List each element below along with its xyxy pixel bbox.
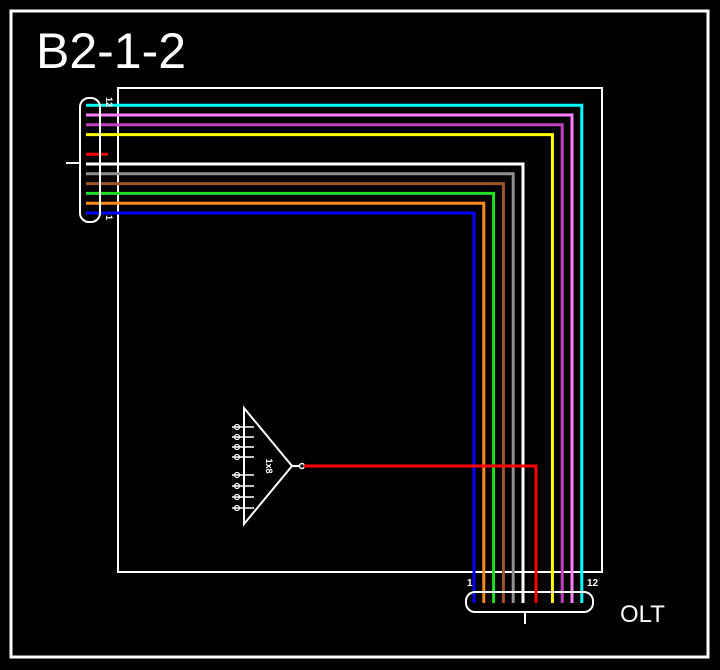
fiber-5 xyxy=(86,172,515,603)
tray-top-number-12: 12 xyxy=(104,97,114,107)
fiber-1 xyxy=(86,211,476,603)
splitter-1x8: 1x8 xyxy=(232,405,306,527)
tray-olt-number-12: 12 xyxy=(587,578,599,589)
splitter-triangle xyxy=(243,405,294,527)
splitter-output-port-4 xyxy=(233,453,241,461)
fiber-paths xyxy=(86,103,584,603)
tray-olt-number-1: 1 xyxy=(467,578,473,589)
splitter-output-port-8 xyxy=(233,504,241,512)
fiber-3 xyxy=(86,191,496,603)
olt-label: OLT xyxy=(620,601,665,628)
tray-top-number-1: 1 xyxy=(104,215,114,220)
fiber-4 xyxy=(86,182,505,603)
fiber-tray-olt xyxy=(465,591,594,613)
fiber-2 xyxy=(86,201,486,603)
splitter-label: 1x8 xyxy=(264,458,274,473)
fiber-tray-top xyxy=(79,97,101,223)
splitter-feed-fiber xyxy=(304,464,538,603)
fiber-11 xyxy=(86,113,574,603)
fiber-9 xyxy=(86,133,554,603)
outer-frame xyxy=(9,9,710,659)
splitter-output-ports xyxy=(232,423,254,512)
splitter-output-port-7 xyxy=(233,493,241,501)
splitter-output-port-3 xyxy=(233,443,241,451)
splitter-output-port-6 xyxy=(233,482,241,490)
enclosure-box xyxy=(117,87,603,573)
splitter-output-port-2 xyxy=(233,433,241,441)
fiber-10 xyxy=(86,123,564,603)
splitter-output-port-5 xyxy=(233,471,241,479)
splitter-output-port-1 xyxy=(233,423,241,431)
diagram-title: B2-1-2 xyxy=(36,23,186,79)
fiber-12 xyxy=(86,103,584,603)
splitter-input-port xyxy=(298,462,306,470)
fiber-6 xyxy=(86,162,525,603)
